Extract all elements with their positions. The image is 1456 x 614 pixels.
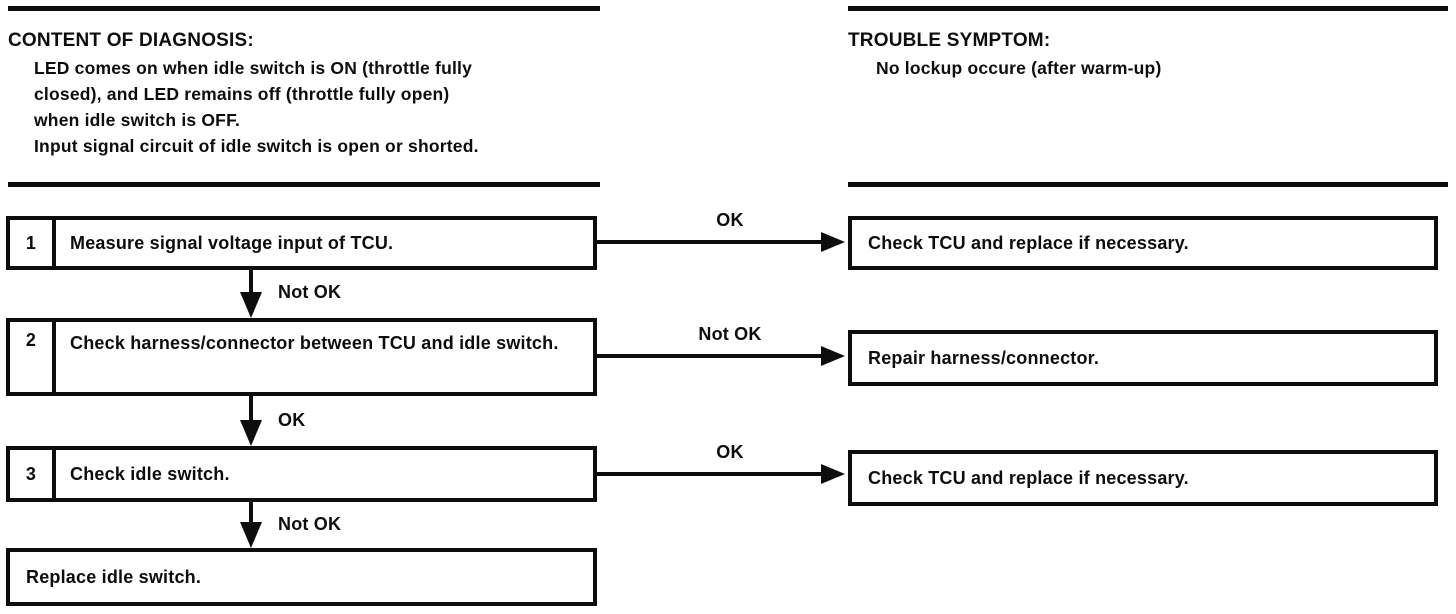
- down-label: Not OK: [278, 514, 342, 534]
- arrowhead-down-icon: [240, 292, 262, 318]
- diagnosis-line: closed), and LED remains off (throttle f…: [34, 84, 450, 104]
- diagnosis-line: when idle switch is OFF.: [34, 110, 241, 130]
- down-arrow-shaft: [249, 502, 253, 524]
- step-text: Check idle switch.: [70, 464, 230, 484]
- branch-label: Not OK: [698, 324, 762, 344]
- diagnosis-line: LED comes on when idle switch is ON (thr…: [34, 58, 473, 78]
- step-text: Check harness/connector between TCU and …: [70, 333, 559, 353]
- down-arrow-shaft: [249, 270, 253, 294]
- step-number: 1: [10, 220, 56, 266]
- down-arrow-shaft: [249, 396, 253, 420]
- divider-rule-mid-right: [848, 182, 1448, 187]
- result-box-2: Repair harness/connector.: [848, 330, 1438, 386]
- divider-rule-mid-left: [8, 182, 600, 187]
- divider-rule-top-left: [8, 6, 600, 11]
- right-arrow-shaft: [597, 240, 821, 244]
- final-action-box: Replace idle switch.: [6, 548, 597, 606]
- arrowhead-right-icon: [821, 346, 845, 366]
- arrowhead-right-icon: [821, 464, 845, 484]
- content-of-diagnosis-title: CONTENT OF DIAGNOSIS:: [8, 30, 254, 51]
- divider-rule-top-right: [848, 6, 1448, 11]
- down-label: OK: [278, 410, 306, 430]
- step-box-3: 3 Check idle switch.: [6, 446, 597, 502]
- down-label: Not OK: [278, 282, 342, 302]
- branch-label: OK: [716, 210, 744, 230]
- arrowhead-down-icon: [240, 522, 262, 548]
- right-arrow-shaft: [597, 354, 821, 358]
- right-arrow-shaft: [597, 472, 821, 476]
- step-box-2: 2 Check harness/connector between TCU an…: [6, 318, 597, 396]
- step-box-1: 1 Measure signal voltage input of TCU.: [6, 216, 597, 270]
- diagnosis-line: Input signal circuit of idle switch is o…: [34, 136, 479, 156]
- arrowhead-down-icon: [240, 420, 262, 446]
- result-box-1: Check TCU and replace if necessary.: [848, 216, 1438, 270]
- trouble-symptom-title: TROUBLE SYMPTOM:: [848, 30, 1051, 51]
- arrowhead-right-icon: [821, 232, 845, 252]
- step-text: Measure signal voltage input of TCU.: [70, 233, 394, 253]
- result-box-3: Check TCU and replace if necessary.: [848, 450, 1438, 506]
- step-number: 2: [10, 322, 56, 392]
- step-number: 3: [10, 450, 56, 498]
- branch-label: OK: [716, 442, 744, 462]
- symptom-line: No lockup occure (after warm-up): [876, 58, 1162, 78]
